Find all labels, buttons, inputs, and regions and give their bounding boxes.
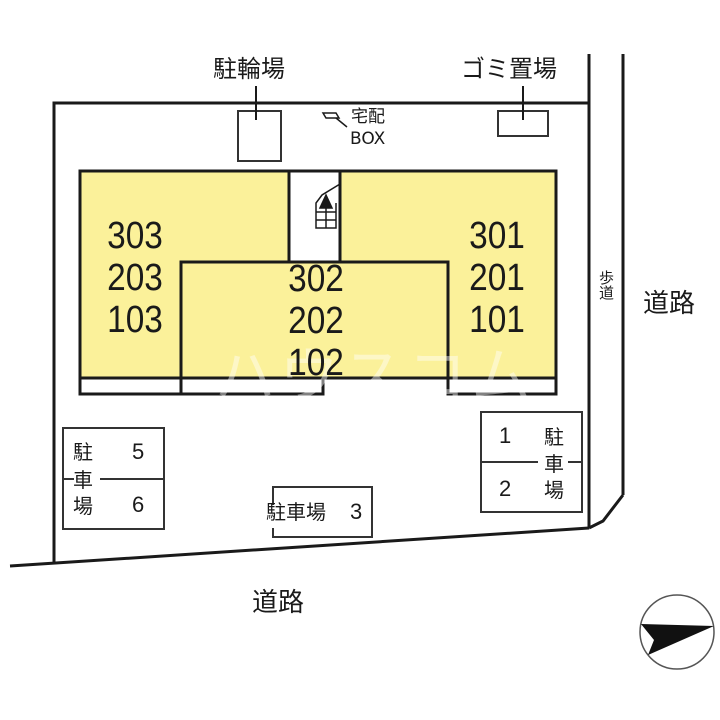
parking-center: [272, 486, 373, 538]
unit-number: 101: [469, 299, 525, 341]
road-east-label: 道路: [643, 289, 696, 319]
unit-number: 103: [107, 299, 163, 341]
unit-block-center: [179, 260, 450, 380]
north-arrow-icon: [639, 594, 715, 670]
unit-number: 302: [288, 258, 344, 300]
unit-number: 202: [288, 300, 344, 342]
road-south-label: 道路: [252, 588, 305, 618]
unit-number: 102: [288, 342, 344, 384]
parking-right-char-2: 車: [544, 452, 564, 476]
lot-boundary: [9, 54, 625, 568]
parking-space-2: 2: [499, 476, 512, 501]
balcony-right: [446, 376, 558, 396]
parking-space-6: 6: [132, 492, 145, 517]
unit-number: 201: [469, 257, 525, 299]
unit-number: 301: [469, 215, 525, 257]
parking-space-5: 5: [132, 439, 145, 464]
parking-center-label: 駐車場: [266, 500, 326, 524]
garbage-area-label: ゴミ置場: [461, 55, 557, 83]
parking-left-char-3: 場: [73, 494, 93, 518]
balcony-left: [78, 376, 183, 396]
parking-right-char-1: 駐: [544, 425, 564, 449]
units-right: 301 201 101: [466, 215, 528, 341]
parking-right-char-3: 場: [544, 478, 564, 502]
building: [78, 169, 558, 396]
delivery-box-label-2: BOX: [350, 129, 386, 149]
units-left: 303 203 103: [104, 215, 166, 341]
parking-left-char-2: 車: [73, 468, 93, 492]
bicycle-parking-label: 駐輪場: [213, 55, 285, 83]
bicycle-parking-box: [237, 110, 282, 162]
stairs-icon: [315, 183, 341, 229]
parking-space-3: 3: [350, 499, 363, 524]
parking-space-1: 1: [499, 423, 512, 448]
sidewalk-label: 歩道: [597, 270, 615, 300]
stairwell: [287, 169, 342, 264]
delivery-box-icon: [321, 112, 348, 128]
parking-right: [480, 411, 583, 513]
parking-left-char-1: 駐: [73, 440, 93, 464]
balcony-center: [179, 376, 325, 396]
unit-number: 203: [107, 257, 163, 299]
units-center: 302 202 102: [283, 258, 348, 384]
parking-left: [62, 427, 165, 530]
unit-number: 303: [107, 215, 163, 257]
delivery-box-label: 宅配: [351, 107, 385, 127]
